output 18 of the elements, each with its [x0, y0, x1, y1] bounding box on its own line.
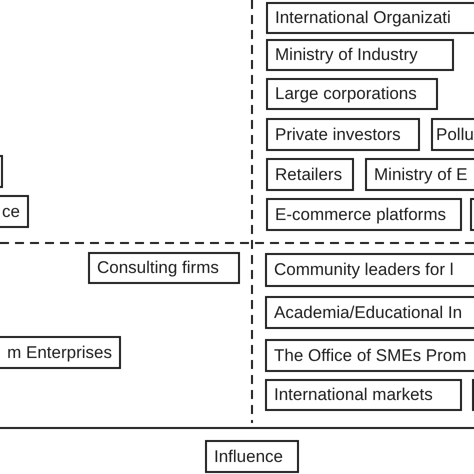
stakeholder-box: Pollu [431, 118, 474, 151]
stakeholder-box: Academia/Educational In [265, 296, 474, 329]
stakeholder-box: Private investors [266, 118, 420, 151]
stakeholder-box: E-commerce platforms [266, 198, 462, 231]
stakeholder-box: Large corporations [266, 78, 438, 110]
empty-box [470, 198, 474, 231]
stakeholder-box: Retailers [266, 158, 354, 191]
stakeholder-box: ce [0, 195, 29, 228]
axis-label-box: Influence [205, 440, 299, 473]
stakeholder-box: m Enterprises [0, 336, 121, 369]
stakeholder-box: International Organizati [266, 2, 474, 34]
stakeholder-box: Consulting firms [88, 252, 240, 284]
stakeholder-box: Ministry of E [365, 158, 474, 191]
empty-box [0, 155, 3, 188]
stakeholder-box: Ministry of Industry [266, 39, 454, 71]
stakeholder-box: Community leaders for l [265, 253, 474, 287]
stakeholder-box: The Office of SMEs Prom [265, 339, 474, 372]
stakeholder-box: International markets [265, 379, 462, 411]
